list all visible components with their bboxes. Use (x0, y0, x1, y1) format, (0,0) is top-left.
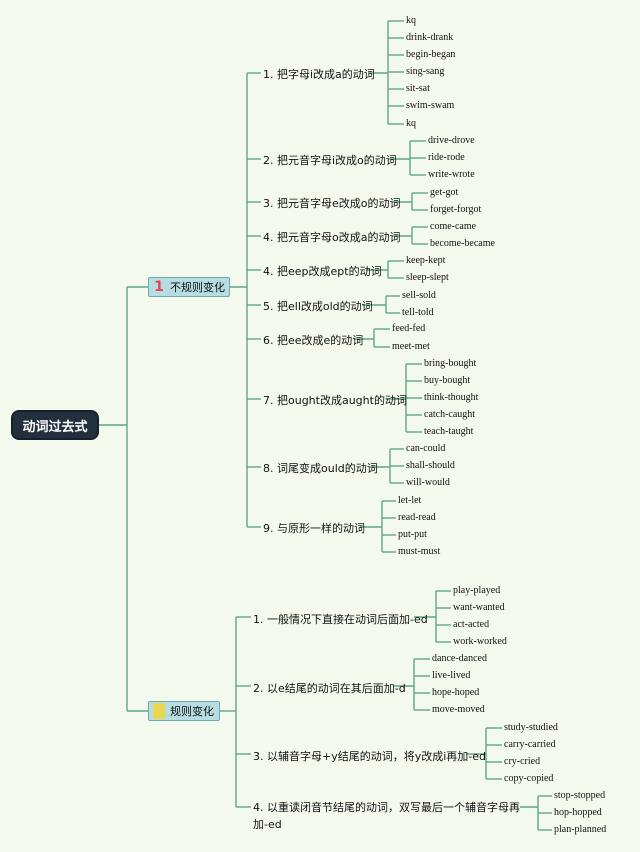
verb-pair: buy-bought (424, 375, 471, 386)
regular-group-2: 2. 以e结尾的动词在其后面加-d (253, 682, 406, 695)
irregular-group-10: 9. 与原形一样的动词 (263, 522, 365, 535)
number-2-badge: 2 (153, 703, 165, 719)
verb-pair: become-became (430, 238, 495, 249)
verb-pair: shall-should (406, 460, 455, 471)
verb-pair: must-must (398, 546, 441, 557)
verb-pair: live-lived (432, 670, 471, 681)
irregular-group-8: 7. 把ought改成aught的动词 (263, 394, 407, 407)
verb-pair: move-moved (432, 704, 485, 715)
category-label: 不规则变化 (170, 281, 225, 294)
verb-pair: get-got (430, 187, 459, 198)
verb-pair: cry-cried (504, 756, 541, 767)
verb-pair: think-thought (424, 392, 479, 403)
verb-pair: kq (406, 15, 416, 26)
verb-pair: act-acted (453, 619, 490, 630)
verb-pair: come-came (430, 221, 477, 232)
verb-pair: want-wanted (453, 602, 505, 613)
irregular-group-5: 4. 把eep改成ept的动词 (263, 265, 382, 278)
verb-pair: hop-hopped (554, 807, 602, 818)
verb-pair: write-wrote (428, 169, 475, 180)
irregular-group-1: 1. 把字母i改成a的动词 (263, 68, 375, 81)
category-irregular: 1 不规则变化 (148, 277, 230, 297)
irregular-group-7: 6. 把ee改成e的动词 (263, 334, 364, 347)
root-node: 动词过去式 (13, 412, 97, 438)
verb-pair: read-read (398, 512, 436, 523)
verb-pair: sit-sat (406, 83, 430, 94)
verb-pair: stop-stopped (554, 790, 606, 801)
irregular-group-3: 3. 把元音字母e改成o的动词 (263, 197, 401, 210)
verb-pair: ride-rode (428, 152, 465, 163)
verb-pair: put-put (398, 529, 427, 540)
verb-pair: forget-forgot (430, 204, 482, 215)
verb-pair: bring-bought (424, 358, 477, 369)
irregular-group-9: 8. 词尾变成ould的动词 (263, 462, 378, 475)
verb-pair: sing-sang (406, 66, 445, 77)
irregular-group-6: 5. 把ell改成old的动词 (263, 300, 373, 313)
verb-pair: begin-began (406, 49, 456, 60)
number-1-badge: 1 (154, 279, 164, 295)
category-label: 规则变化 (170, 705, 214, 718)
verb-pair: feed-fed (392, 323, 426, 334)
verb-pair: swim-swam (406, 100, 455, 111)
irregular-group-4: 4. 把元音字母o改成a的动词 (263, 231, 401, 244)
verb-pair: keep-kept (406, 255, 446, 266)
verb-pair: meet-met (392, 341, 430, 352)
verb-pair: teach-taught (424, 426, 474, 437)
verb-pair: play-played (453, 585, 501, 596)
verb-pair: drink-drank (406, 32, 454, 43)
verb-pair: tell-told (402, 307, 434, 318)
verb-pair: dance-danced (432, 653, 487, 664)
verb-pair: work-worked (453, 636, 507, 647)
verb-pair: can-could (406, 443, 446, 454)
regular-group-1: 1. 一般情况下直接在动词后面加-ed (253, 613, 428, 626)
verb-pair: plan-planned (554, 824, 607, 835)
verb-pair: let-let (398, 495, 422, 506)
regular-group-4: 4. 以重读闭音节结尾的动词，双写最后一个辅音字母再加-ed (253, 801, 520, 831)
verb-pair: hope-hoped (432, 687, 480, 698)
irregular-group-2: 2. 把元音字母i改成o的动词 (263, 154, 397, 167)
verb-pair: study-studied (504, 722, 558, 733)
verb-pair: sleep-slept (406, 272, 449, 283)
verb-pair: catch-caught (424, 409, 476, 420)
verb-pair: kq (406, 118, 416, 129)
verb-pair: will-would (406, 477, 450, 488)
regular-group-3: 3. 以辅音字母+y结尾的动词，将y改成i再加-ed (253, 750, 487, 763)
verb-pair: carry-carried (504, 739, 556, 750)
verb-pair: sell-sold (402, 290, 436, 301)
verb-pair: copy-copied (504, 773, 554, 784)
verb-pair: drive-drove (428, 135, 475, 146)
category-regular: 2 规则变化 (148, 701, 220, 721)
